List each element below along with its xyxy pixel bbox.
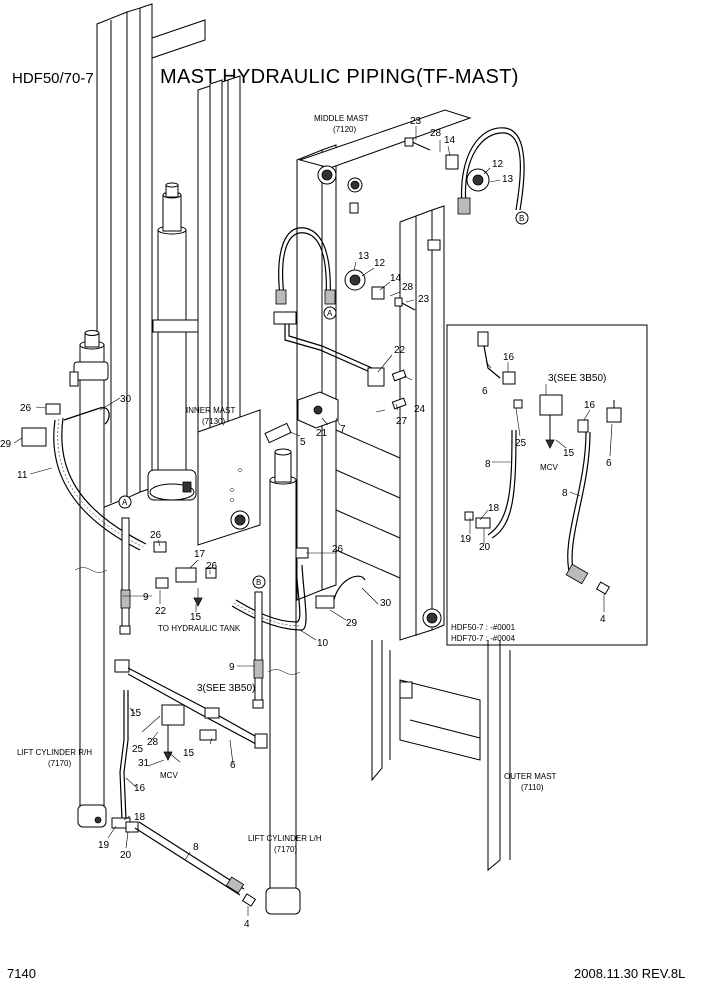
callout-24: 24 xyxy=(414,404,426,415)
page-title: MAST HYDRAULIC PIPING(TF-MAST) xyxy=(160,66,519,88)
inset-variant-hdf70: HDF70-7 : -#0004 xyxy=(451,634,516,643)
callout-28: 28 xyxy=(402,282,414,293)
callout-28: 28 xyxy=(147,737,159,748)
outer-mast-code: (7110) xyxy=(521,783,544,792)
callout-26: 26 xyxy=(150,530,162,541)
callout-28: 28 xyxy=(430,128,442,139)
callout-18: 18 xyxy=(488,503,500,514)
callout-10: 10 xyxy=(317,638,329,649)
callout-15: 15 xyxy=(190,612,202,623)
callout-23: 23 xyxy=(410,116,422,127)
ref-b-lower: B xyxy=(256,578,261,587)
callout-6: 6 xyxy=(230,760,236,771)
callout-25: 25 xyxy=(515,438,527,449)
outer-mast-label: OUTER MAST xyxy=(504,772,557,781)
middle-mast-assembly xyxy=(296,109,472,641)
callout-19: 19 xyxy=(460,534,472,545)
see-3b50-inset: 3(SEE 3B50) xyxy=(548,373,606,384)
callout-9: 9 xyxy=(229,662,235,673)
mcv-inset: MCV xyxy=(540,463,558,472)
callout-16: 16 xyxy=(134,783,146,794)
callout-7: 7 xyxy=(340,424,346,435)
model-label: HDF50/70-7 xyxy=(12,70,94,87)
inner-mast-code: (7130) xyxy=(202,417,225,426)
callout-29: 29 xyxy=(0,439,12,450)
callout-13: 13 xyxy=(358,251,370,262)
callout-8: 8 xyxy=(562,488,568,499)
callout-12: 12 xyxy=(374,258,386,269)
callout-27: 27 xyxy=(396,416,408,427)
callout-30: 30 xyxy=(380,598,392,609)
callout-26: 26 xyxy=(332,544,344,555)
lift-cylinder-lh-code: (7170) xyxy=(274,845,297,854)
callout-29: 29 xyxy=(346,618,358,629)
lift-cylinder-rh xyxy=(69,330,109,828)
callout-4: 4 xyxy=(600,614,606,625)
callout-14: 14 xyxy=(444,135,456,146)
callout-22: 22 xyxy=(155,606,167,617)
reference-markers: A B A B xyxy=(118,211,529,589)
callout-22: 22 xyxy=(394,345,406,356)
callout-4: 4 xyxy=(244,919,250,930)
callout-numbers: 23 28 14 12 13 13 12 14 28 23 22 26 30 2… xyxy=(0,116,612,930)
ref-b-upper: B xyxy=(519,214,524,223)
to-hydraulic-tank-label: TO HYDRAULIC TANK xyxy=(158,624,241,633)
callout-19: 19 xyxy=(98,840,110,851)
outer-mast-assembly xyxy=(371,640,511,872)
callout-16: 16 xyxy=(584,400,596,411)
callout-9: 9 xyxy=(143,592,149,603)
callout-15: 15 xyxy=(130,708,142,719)
mcv-main: MCV xyxy=(160,771,178,780)
callout-21: 21 xyxy=(316,428,328,439)
callout-30: 30 xyxy=(120,394,132,405)
callout-20: 20 xyxy=(120,850,132,861)
callout-17: 17 xyxy=(194,549,206,560)
callout-16: 16 xyxy=(503,352,515,363)
callout-31: 31 xyxy=(138,758,150,769)
inset-variant-hdf50: HDF50-7 : -#0001 xyxy=(451,623,516,632)
callout-5: 5 xyxy=(300,437,306,448)
callout-14: 14 xyxy=(390,273,402,284)
callout-8: 8 xyxy=(193,842,199,853)
callout-8: 8 xyxy=(485,459,491,470)
lift-cylinder-rh-label: LIFT CYLINDER R/H xyxy=(17,748,92,757)
callout-13: 13 xyxy=(502,174,514,185)
inner-mast-label: INNER MAST xyxy=(186,406,235,415)
inner-mast-assembly xyxy=(96,3,261,546)
ref-a-lower: A xyxy=(122,498,128,507)
callout-20: 20 xyxy=(479,542,491,553)
callout-12: 12 xyxy=(492,159,504,170)
callout-18: 18 xyxy=(134,812,146,823)
callout-26: 26 xyxy=(20,403,32,414)
lift-cylinder-lh-label: LIFT CYLINDER L/H xyxy=(248,834,322,843)
assembly-labels: MIDDLE MAST (7120) INNER MAST (7130) OUT… xyxy=(17,114,606,854)
lift-cylinder-rh-code: (7170) xyxy=(48,759,71,768)
page-number: 7140 xyxy=(7,966,36,981)
leader-lines xyxy=(13,126,613,916)
hose-routing xyxy=(21,127,525,907)
ref-a-upper: A xyxy=(327,309,333,318)
callout-15: 15 xyxy=(183,748,195,759)
callout-15: 15 xyxy=(563,448,575,459)
variant-inset-box: HDF50-7 : -#0001 HDF70-7 : -#0004 xyxy=(446,324,648,646)
callout-23: 23 xyxy=(418,294,430,305)
middle-mast-label: MIDDLE MAST xyxy=(314,114,369,123)
callout-25: 25 xyxy=(132,744,144,755)
callout-11: 11 xyxy=(17,470,28,481)
callout-6: 6 xyxy=(606,458,612,469)
see-3b50-main: 3(SEE 3B50) xyxy=(197,683,255,694)
date-revision: 2008.11.30 REV.8L xyxy=(574,966,686,981)
middle-mast-code: (7120) xyxy=(333,125,356,134)
callout-26: 26 xyxy=(206,561,218,572)
callout-6: 6 xyxy=(482,386,488,397)
lift-cylinder-lh xyxy=(265,448,301,915)
